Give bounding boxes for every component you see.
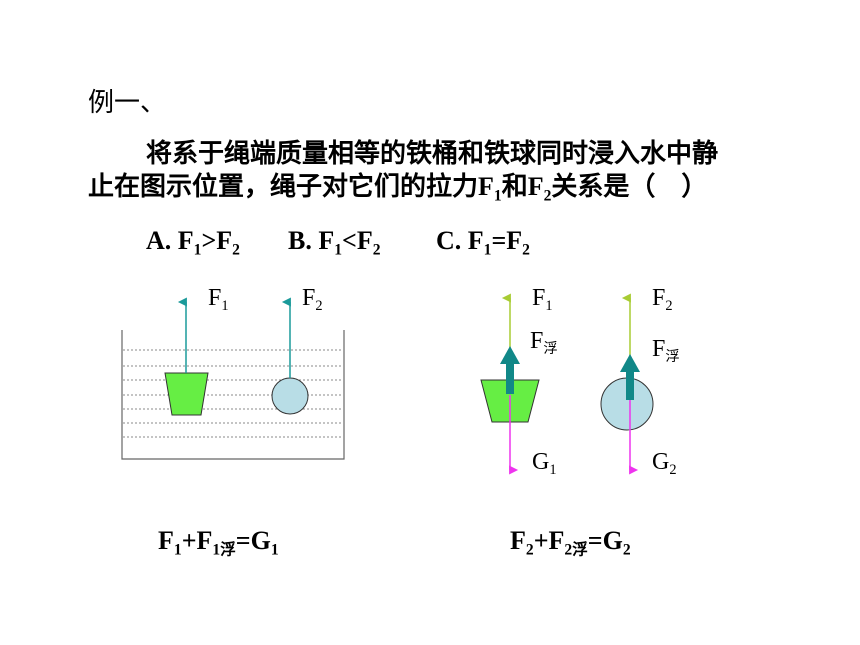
option-b: B. F1<F2: [288, 226, 381, 259]
equation-1: F1+F1浮=G1: [158, 526, 279, 559]
label-g2: G2: [652, 449, 677, 479]
bucket-in-water: [164, 372, 209, 416]
question-line-2: 止在图示位置，绳子对它们的拉力F1和F2关系是（ ）: [88, 172, 708, 205]
water-container: [121, 330, 345, 460]
label-g1: G1: [532, 449, 557, 479]
label-f1-right: F1: [532, 285, 553, 315]
label-f1-left: F1: [208, 285, 229, 315]
option-a: A. F1>F2: [146, 226, 240, 259]
label-fu-2: F浮: [652, 336, 680, 366]
ball-in-water: [271, 377, 309, 415]
heading: 例一、: [88, 88, 167, 117]
label-fu-1: F浮: [530, 328, 558, 358]
buoyancy-arrow-1: [500, 346, 520, 394]
equation-2: F2+F2浮=G2: [510, 526, 631, 559]
buoyancy-arrow-2: [620, 354, 640, 400]
water-lines: [123, 349, 343, 438]
label-f2-left: F2: [302, 285, 323, 315]
label-f2-right: F2: [652, 285, 673, 315]
option-c: C. F1=F2: [436, 226, 530, 259]
question-line-1: 将系于绳端质量相等的铁桶和铁球同时浸入水中静: [146, 139, 719, 168]
